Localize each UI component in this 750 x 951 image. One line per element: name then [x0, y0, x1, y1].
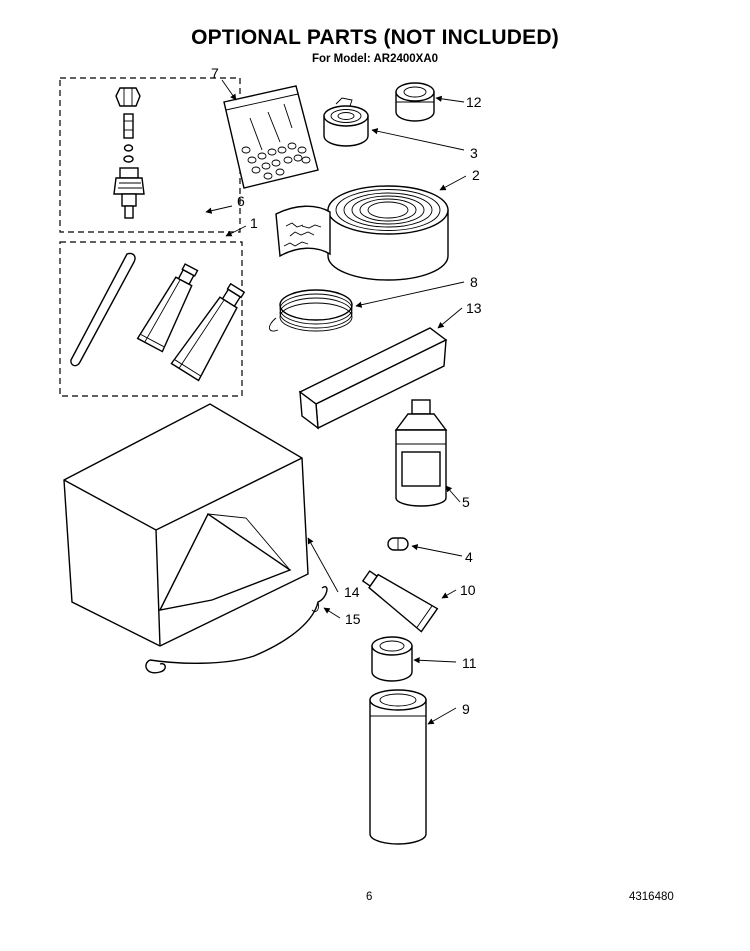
callout-5: 5 — [462, 494, 470, 510]
part-14-cover — [63, 403, 309, 647]
callout-10: 10 — [460, 582, 476, 598]
callout-6: 6 — [237, 193, 245, 209]
callout-3: 3 — [470, 145, 478, 161]
leader-arrows — [205, 79, 467, 725]
callout-12: 12 — [466, 94, 482, 110]
part-12-tape-roll — [395, 82, 435, 122]
part-5-bottle — [394, 399, 448, 507]
part-4-capsule — [387, 537, 409, 551]
part-6-valve-kit — [59, 77, 241, 233]
document-number: 4316480 — [629, 891, 674, 903]
callout-9: 9 — [462, 701, 470, 717]
part-3-tape-roll — [323, 97, 369, 147]
part-11-tape-roll — [371, 636, 413, 682]
callout-8: 8 — [470, 274, 478, 290]
callout-2: 2 — [472, 167, 480, 183]
part-7-hardware-bag — [223, 85, 319, 189]
part-15-cord — [145, 586, 328, 674]
part-13-foam-block — [298, 327, 448, 430]
callout-11: 11 — [462, 655, 477, 671]
model-subtitle: For Model: AR2400XA0 — [311, 53, 439, 65]
callout-1: 1 — [250, 215, 258, 231]
callout-14: 14 — [344, 584, 360, 600]
callout-13: 13 — [466, 300, 482, 316]
page-title: OPTIONAL PARTS (NOT INCLUDED) — [191, 26, 559, 49]
callout-7: 7 — [211, 65, 219, 81]
part-2-insulation-roll — [275, 185, 449, 281]
callout-numbers: 7 12 3 2 6 1 8 13 5 4 10 14 15 11 9 — [211, 65, 482, 717]
part-8-coil — [269, 289, 353, 332]
callout-4: 4 — [465, 549, 473, 565]
callout-15: 15 — [345, 611, 361, 627]
part-1-sealant-kit — [59, 241, 246, 397]
part-10-tube — [361, 570, 439, 633]
part-9-spray-can — [369, 689, 427, 845]
page-number: 6 — [366, 891, 373, 903]
